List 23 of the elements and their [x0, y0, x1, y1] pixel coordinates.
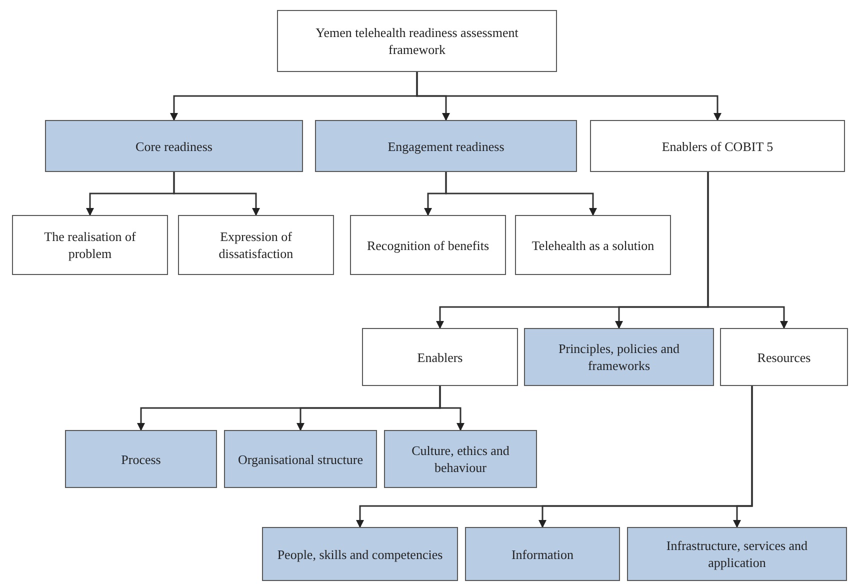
process-box: Recognition of benefits [350, 215, 506, 275]
process-box: Enablers of COBIT 5 [590, 120, 845, 172]
process-box: Enablers [362, 328, 518, 386]
process-box: Yemen telehealth readiness assessment framework [277, 10, 557, 72]
process-box: Resources [720, 328, 848, 386]
process-box: The realisation of problem [12, 215, 168, 275]
arrow [439, 386, 464, 431]
process-box: Principles, policies and frameworks [524, 328, 714, 386]
process-box: Infrastructure, services and application [627, 527, 847, 581]
process-box: Process [65, 430, 217, 488]
process-box: Engagement readiness [315, 120, 577, 172]
arrow [707, 172, 788, 329]
process-box: Information [465, 527, 620, 581]
process-box: Expression of dissatisfaction [178, 215, 334, 275]
process-box: Organisational structure [224, 430, 377, 488]
arrow [733, 386, 753, 528]
process-box: Core readiness [45, 120, 303, 172]
arrow [445, 172, 597, 216]
arrow [416, 72, 722, 121]
process-box: People, skills and competencies [262, 527, 458, 581]
process-box: Culture, ethics and behaviour [384, 430, 537, 488]
process-box: Telehealth as a solution [515, 215, 671, 275]
arrow [173, 172, 260, 216]
